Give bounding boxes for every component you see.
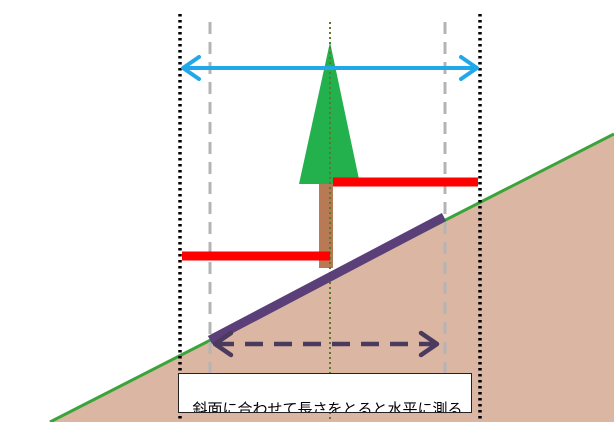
projected-arrow-right-head <box>418 330 440 358</box>
caption-box: 斜面に合わせて長さをとると水平に測る方法より面積が小さくなる。 <box>178 373 472 413</box>
projected-arrow-left-head <box>212 330 234 358</box>
conifer-tree-icon <box>299 42 360 268</box>
caption-text: 斜面に合わせて長さをとると水平に測る方法より面積が小さくなる。 <box>192 400 463 413</box>
projected-width-arrow <box>212 330 440 358</box>
horizontal-width-arrow <box>181 55 479 81</box>
horizontal-arrow-left-head <box>181 55 201 81</box>
horizontal-arrow-right-head <box>459 55 479 81</box>
slope-measure-bar <box>207 213 447 344</box>
